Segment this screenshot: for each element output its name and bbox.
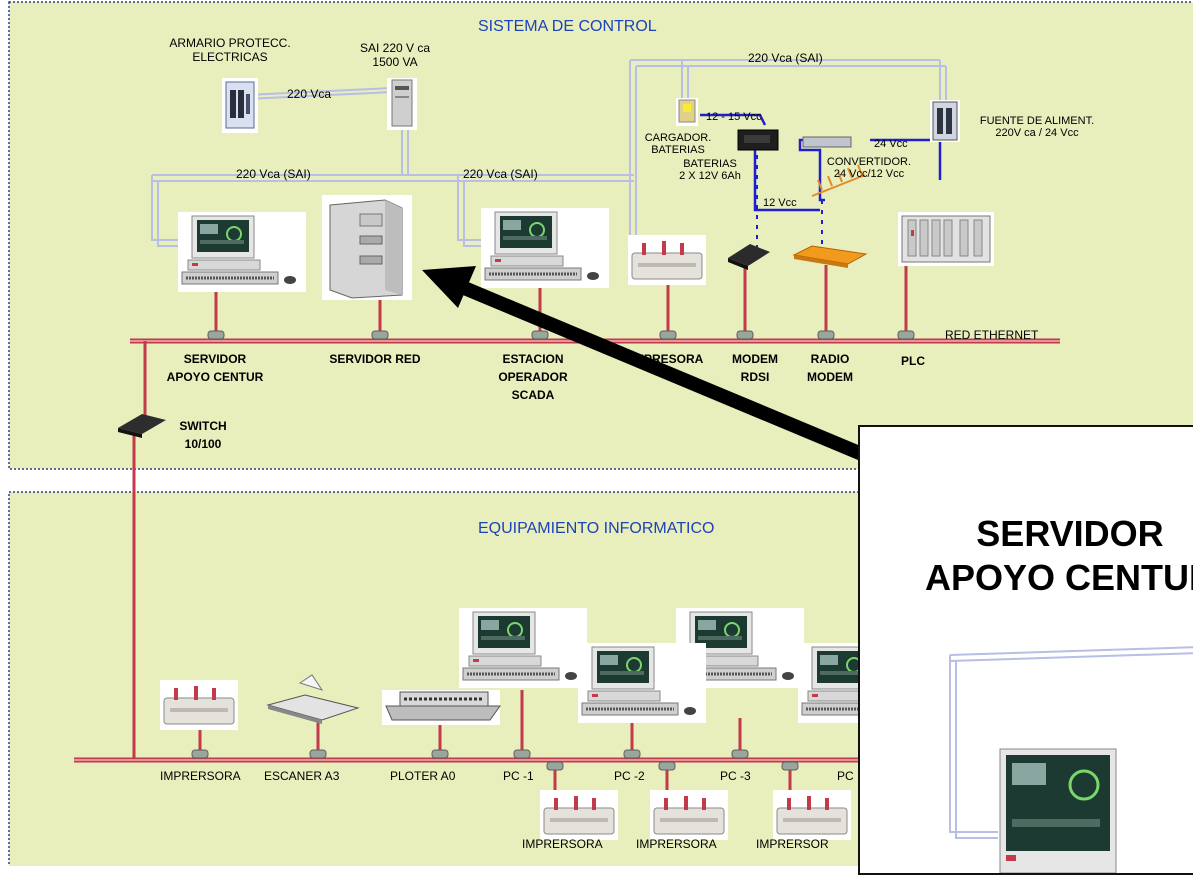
pc3-label: PC -3: [720, 769, 751, 783]
control-printer-icon: [627, 234, 707, 286]
armario-icon: [222, 78, 258, 133]
ethernet-taps-it: [191, 749, 799, 771]
it-printer-4-icon: [772, 789, 852, 841]
it-printer-2-icon: [539, 789, 619, 841]
it-pc-1-icon: [457, 606, 589, 690]
servidor-apoyo-pc-icon: [176, 210, 308, 294]
it-section-title: EQUIPAMIENTO INFORMATICO: [478, 520, 715, 537]
it-imp1-label: IMPRERSORA: [522, 837, 603, 851]
power-sai-top-label: 220 Vca (SAI): [748, 51, 823, 65]
scanner-icon: [266, 674, 360, 724]
it-printer-3-icon: [649, 789, 729, 841]
impresora-label: IMPRESORA: [630, 352, 704, 366]
ethernet-taps: [207, 330, 915, 340]
armario-label: ARMARIO PROTECC.ELECTRICAS: [169, 36, 291, 64]
servidor-red-label: SERVIDOR RED: [329, 352, 421, 366]
power-lines: [151, 59, 947, 247]
escaner-label: ESCANER A3: [264, 769, 340, 783]
v24-label: 24 Vcc: [874, 138, 908, 150]
plotter-icon: [382, 690, 501, 725]
fuente-label: FUENTE DE ALIMENT.220V ca / 24 Vcc: [979, 115, 1095, 139]
dc-dashed-lines: [756, 155, 823, 250]
convertidor-icon: [802, 136, 852, 148]
cargador-icon: [676, 98, 698, 126]
red-ethernet-label: RED ETHERNET: [945, 328, 1039, 342]
ploter-label: PLOTER A0: [390, 769, 456, 783]
pc4-label: PC: [837, 769, 854, 783]
highlight-arrow: [422, 266, 903, 477]
pc2-label: PC -2: [614, 769, 645, 783]
power-220-label: 220 Vca: [287, 87, 332, 101]
it-printer-icon: [159, 679, 239, 731]
cargador-label: CARGADOR.BATERIAS: [644, 132, 712, 156]
server-tower-icon: [322, 195, 412, 300]
estacion-operador-pc-icon: [479, 206, 611, 290]
it-imp3-label: IMPRERSOR: [756, 837, 829, 851]
radio-modem-icon: [792, 245, 868, 268]
it-imp2-label: IMPRERSORA: [636, 837, 717, 851]
plc-icon: [898, 212, 994, 266]
baterias-icon: [737, 129, 779, 151]
v12-label: 12 Vcc: [763, 197, 797, 209]
convertidor-label: CONVERTIDOR.24 Vcc/12 Vcc: [826, 156, 912, 180]
it-pc-2-icon: [576, 641, 708, 725]
switch-icon: [118, 414, 166, 438]
ethernet-drops-control: [132, 265, 908, 760]
antenna-icon: [811, 164, 866, 197]
pc1-label: PC -1: [503, 769, 534, 783]
fuente-icon: [930, 100, 960, 142]
modem-rdsi-icon: [728, 244, 770, 270]
power-sai-mid-label: 220 Vca (SAI): [463, 167, 538, 181]
plc-label: PLC: [901, 354, 925, 368]
control-section-title: SISTEMA DE CONTROL: [478, 18, 657, 35]
power-sai-left-label: 220 Vca (SAI): [236, 167, 311, 181]
v12-15-label: 12 - 15 Vcc: [706, 111, 762, 123]
it-impresora-label: IMPRERSORA: [160, 769, 241, 783]
zoom-illustration: [949, 646, 1193, 873]
sai-icon: [387, 78, 417, 130]
